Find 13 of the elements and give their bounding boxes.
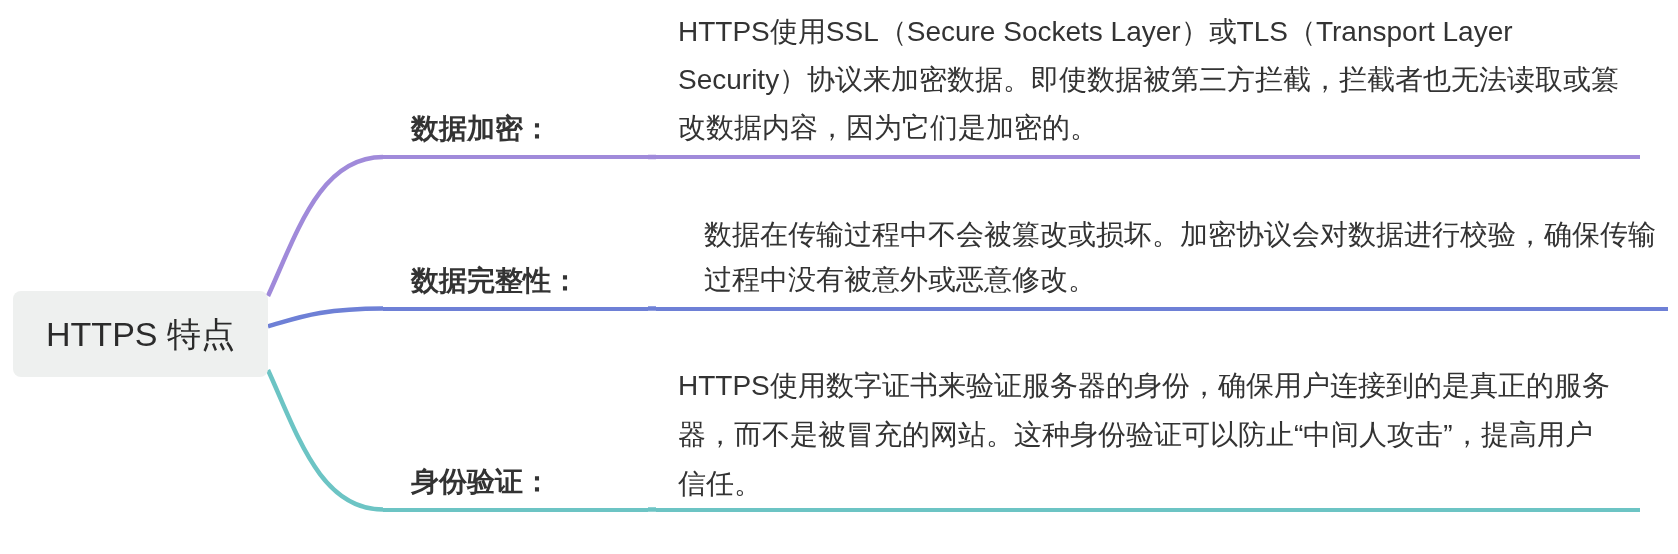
branch-label: 数据加密： xyxy=(383,109,648,160)
connector-line xyxy=(265,369,384,512)
topic-box: HTTPS 特点 xyxy=(13,291,268,377)
connector-line xyxy=(648,306,656,311)
description-text: 数据在传输过程中不会被篡改或损坏。加密协议会对数据进行校验，确保传输过程中没有被意外或恶意修改。 xyxy=(656,211,1668,311)
connector-line xyxy=(265,154,384,297)
description-text: HTTPS使用数字证书来验证服务器的身份，确保用户连接到的是真正的服务器，而不是被冒充的网站。这种身份验证可以防止“中间人攻击”，提高用户信任。 xyxy=(656,360,1640,512)
branch-label: 身份验证： xyxy=(383,461,648,512)
description-text: HTTPS使用SSL（Secure Sockets Layer）或TLS（Transport Layer Security）协议来加密数据。即使数据被第三方拦截，拦截者也无法读取或篡改数据内容，因为它们是加密的。 xyxy=(656,8,1640,160)
connector-line xyxy=(648,507,656,512)
branch-label: 数据完整性： xyxy=(383,260,648,311)
connector-line xyxy=(267,306,384,329)
connector-line xyxy=(648,154,656,160)
